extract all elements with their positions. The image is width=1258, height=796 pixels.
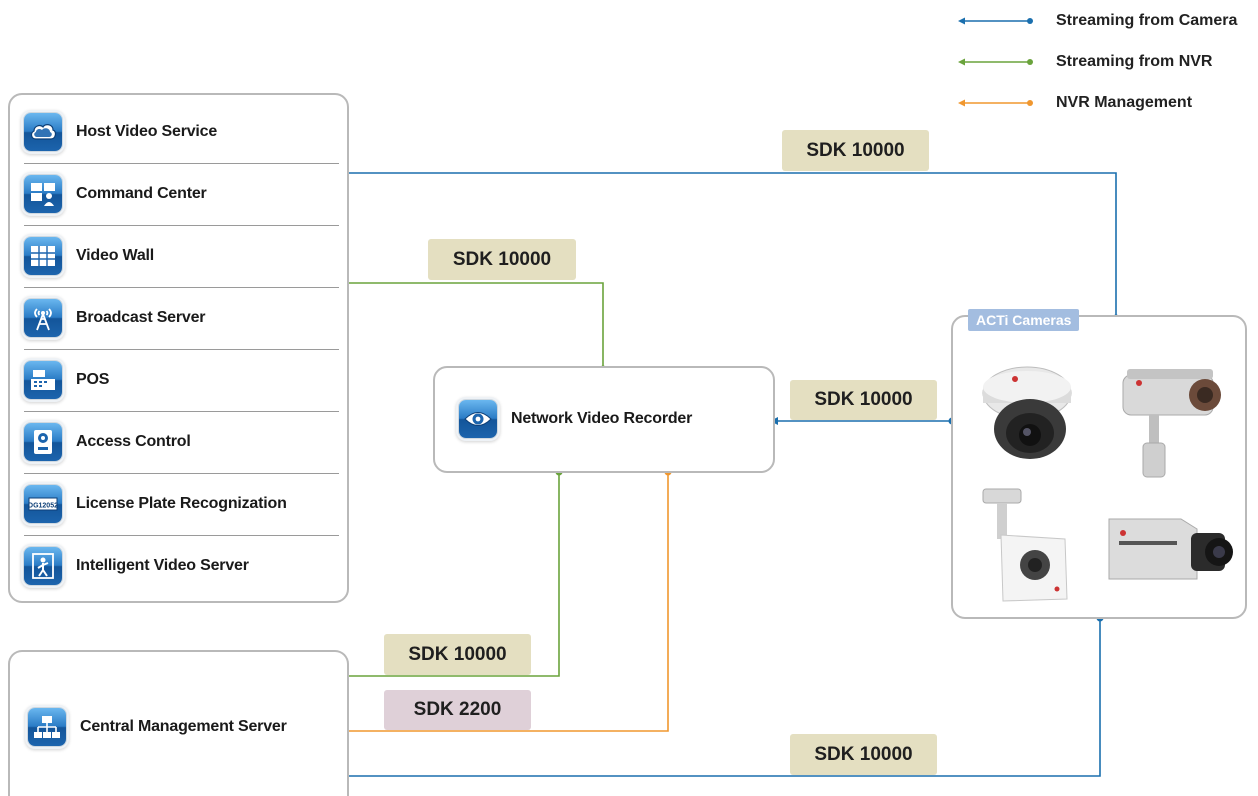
service-broadcast[interactable]: Broadcast Server xyxy=(24,287,339,350)
service-pos[interactable]: POS xyxy=(24,349,339,412)
svg-text:DG12052: DG12052 xyxy=(28,503,58,510)
command-center-icon xyxy=(24,175,62,213)
access-control-icon xyxy=(24,423,62,461)
cameras-box[interactable] xyxy=(951,315,1247,619)
hierarchy-icon xyxy=(28,708,66,746)
service-intelligent-video[interactable]: Intelligent Video Server xyxy=(24,535,339,597)
broadcast-tower-icon xyxy=(24,299,62,337)
service-access-control[interactable]: Access Control xyxy=(24,411,339,474)
service-command-center[interactable]: Command Center xyxy=(24,163,339,226)
legend-line-nvr xyxy=(958,58,1033,66)
services-panel: Host Video Service Command Center Video … xyxy=(8,93,349,603)
service-label: License Plate Recognization xyxy=(76,495,287,512)
sdk-label-nvr-management: SDK 2200 xyxy=(384,690,531,730)
service-label: Intelligent Video Server xyxy=(76,557,249,574)
box-camera xyxy=(1108,518,1233,580)
legend-label-camera: Streaming from Camera xyxy=(1056,12,1238,29)
legend-label-management: NVR Management xyxy=(1056,94,1193,111)
video-wall-icon xyxy=(24,237,62,275)
service-license-plate[interactable]: DG12052 License Plate Recognization xyxy=(24,473,339,536)
cms-box[interactable]: Central Management Server xyxy=(8,650,349,796)
service-label: Host Video Service xyxy=(76,123,218,140)
sdk-label-top: SDK 10000 xyxy=(782,130,929,171)
service-label: Access Control xyxy=(76,433,191,450)
legend-line-management xyxy=(958,99,1033,107)
service-label: Broadcast Server xyxy=(76,309,206,326)
legend-line-camera xyxy=(958,17,1033,25)
cms-label: Central Management Server xyxy=(80,718,287,735)
service-label: POS xyxy=(76,371,110,388)
legend-label-nvr: Streaming from NVR xyxy=(1056,53,1213,70)
license-plate-icon: DG12052 xyxy=(24,485,62,523)
bullet-camera xyxy=(1122,369,1221,478)
service-video-wall[interactable]: Video Wall xyxy=(24,225,339,288)
eye-icon xyxy=(459,400,497,438)
nvr-label: Network Video Recorder xyxy=(511,410,693,427)
cube-camera xyxy=(982,488,1068,602)
cameras-tag: ACTi Cameras xyxy=(968,309,1080,331)
sdk-label-nvr-to-cms: SDK 10000 xyxy=(384,634,531,675)
service-label: Video Wall xyxy=(76,247,155,264)
nvr-box[interactable]: Network Video Recorder xyxy=(433,366,775,473)
line-nvr-to-services xyxy=(341,279,607,373)
service-label: Command Center xyxy=(76,185,207,202)
dome-camera xyxy=(982,366,1072,459)
service-host-video[interactable]: Host Video Service xyxy=(24,101,339,164)
cloud-icon xyxy=(24,113,62,151)
cash-register-icon xyxy=(24,361,62,399)
sdk-label-camera-to-cms: SDK 10000 xyxy=(790,734,937,775)
sdk-label-camera-to-nvr: SDK 10000 xyxy=(790,380,937,420)
sdk-label-nvr-to-services: SDK 10000 xyxy=(428,239,576,280)
intelligent-person-icon xyxy=(24,547,62,585)
